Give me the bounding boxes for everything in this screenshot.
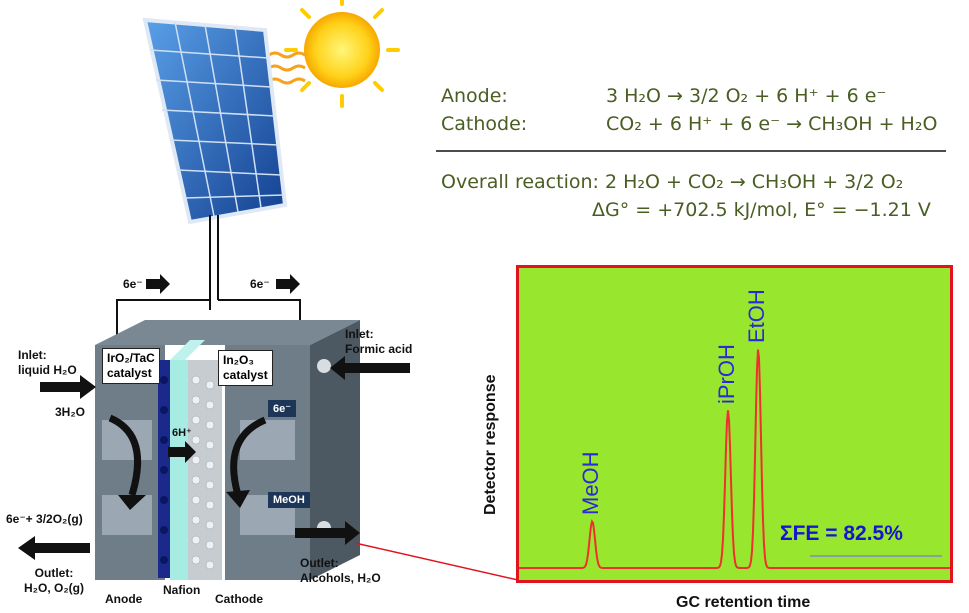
cathode-label: Cathode [215,592,263,606]
sun-icon [284,0,400,108]
peak-label-etoh: EtOH [744,289,770,343]
anode-reaction: 3 H₂O → 3/2 O₂ + 6 H⁺ + 6 e⁻ [606,85,887,107]
inlet-water-label: Inlet: liquid H₂O [18,348,77,377]
outlet-anode-label: Outlet: H₂O, O₂(g) [24,566,84,595]
cathode-label: Cathode: [441,113,528,135]
electrolysis-cell [95,320,360,580]
outlet-cathode-label: Outlet: Alcohols, H₂O [300,556,381,585]
anode-label: Anode [105,592,143,606]
anode-catalyst-label: IrO₂/TaC catalyst [102,348,160,384]
cathode-electron-badge: 6e⁻ [268,400,297,417]
overall-reaction: Overall reaction: 2 H₂O + CO₂ → CH₃OH + … [441,171,904,193]
inlet-formic-acid-label: Inlet: Formic acid [345,327,413,356]
flow-arrows [18,356,410,560]
curved-arrows [108,414,267,497]
peak-label-iproh: iPrOH [714,344,740,405]
cathode-reaction: CO₂ + 6 H⁺ + 6 e⁻ → CH₃OH + H₂O [606,113,938,135]
water-label: 3H₂O [55,405,86,419]
electron-label-left: 6e⁻ [123,277,143,291]
faradaic-efficiency-annotation: ΣFE = 82.5% [780,522,903,545]
x-axis-label: GC retention time [676,594,811,611]
cathode-catalyst-label: In₂O₃ catalyst [218,350,273,386]
nafion-label: Nafion [163,583,201,597]
y-axis-label: Detector response [482,374,499,516]
anode-label: Anode: [441,85,508,107]
electron-flow-arrows [146,274,300,294]
solar-panel [142,17,288,225]
electron-label-right: 6e⁻ [250,277,270,291]
anode-products-label: 6e⁻+ 3/2O₂(g) [6,512,83,526]
chromatogram-trace [519,349,950,569]
peak-label-meoh: MeOH [578,451,604,516]
thermodynamics: ΔG° = +702.5 kJ/mol, E° = −1.21 V [592,199,931,221]
chromatogram-plot [519,349,950,569]
methanol-badge: MeOH [268,492,310,508]
callout-line [354,542,519,581]
proton-label: 6H⁺ [172,427,192,439]
curved-arrow-heads [118,490,250,510]
